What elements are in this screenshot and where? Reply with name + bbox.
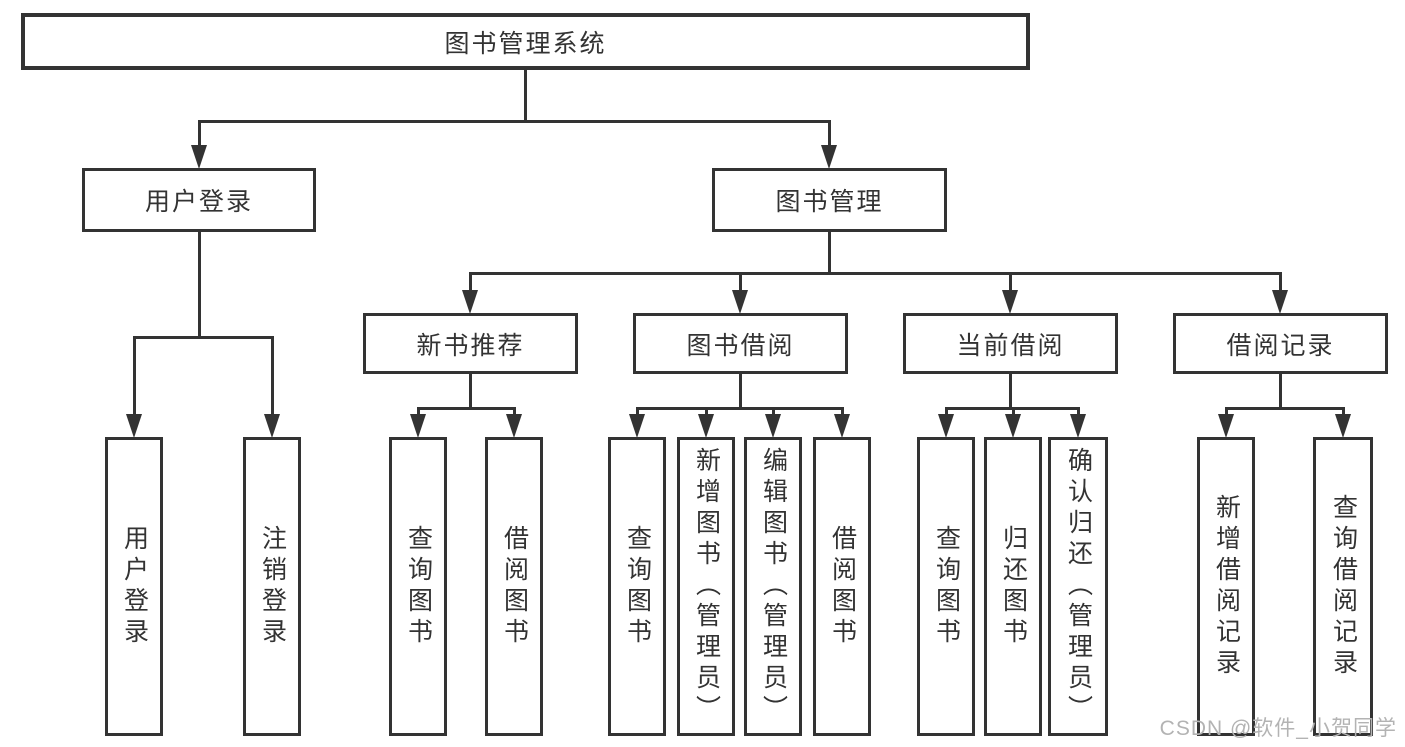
leaf-label: 用户登录 bbox=[120, 524, 149, 649]
leaf-return-books: 归还图书 bbox=[984, 437, 1042, 736]
leaf-label: 确认归还（管理员） bbox=[1064, 447, 1093, 726]
leaf-label: 查询图书 bbox=[932, 524, 961, 649]
connector-vline bbox=[133, 336, 136, 416]
connector-vline bbox=[513, 407, 516, 417]
connector-vline bbox=[828, 120, 831, 150]
leaf-add-books-admin: 新增图书（管理员） bbox=[677, 437, 735, 736]
node-book-management: 图书管理 bbox=[712, 168, 947, 232]
arrow-down-icon bbox=[191, 145, 207, 169]
node-label: 图书管理 bbox=[775, 188, 884, 216]
connector-vline bbox=[1077, 407, 1080, 417]
connector-hline bbox=[133, 336, 274, 339]
arrow-down-icon bbox=[732, 290, 748, 314]
connector-vline bbox=[739, 374, 742, 408]
arrow-down-icon bbox=[462, 290, 478, 314]
arrow-down-icon bbox=[834, 414, 850, 438]
node-user-login: 用户登录 bbox=[82, 168, 316, 232]
connector-vline bbox=[1225, 407, 1228, 417]
node-label: 图书借阅 bbox=[686, 331, 795, 360]
connector-vline bbox=[841, 407, 844, 417]
leaf-label: 新增借阅记录 bbox=[1212, 493, 1241, 680]
leaf-label: 新增图书（管理员） bbox=[692, 447, 721, 726]
connector-hline bbox=[469, 272, 1282, 275]
arrow-down-icon bbox=[1218, 414, 1234, 438]
connector-hline bbox=[636, 407, 843, 410]
node-borrowing-records: 借阅记录 bbox=[1173, 313, 1388, 374]
leaf-label: 查询图书 bbox=[623, 524, 652, 649]
leaf-label: 编辑图书（管理员） bbox=[759, 447, 788, 726]
leaf-borrow-books: 借阅图书 bbox=[813, 437, 871, 736]
leaf-edit-books-admin: 编辑图书（管理员） bbox=[744, 437, 802, 736]
node-label: 用户登录 bbox=[144, 188, 253, 216]
node-current-borrowing: 当前借阅 bbox=[903, 313, 1118, 374]
connector-vline bbox=[469, 374, 472, 408]
node-book-borrowing: 图书借阅 bbox=[633, 313, 848, 374]
connector-hline bbox=[198, 120, 831, 123]
node-label: 图书管理系统 bbox=[444, 29, 607, 58]
connector-vline bbox=[1009, 374, 1012, 408]
leaf-add-borrow-record: 新增借阅记录 bbox=[1197, 437, 1255, 736]
arrow-down-icon bbox=[126, 414, 142, 438]
arrow-down-icon bbox=[698, 414, 714, 438]
leaf-logout: 注销登录 bbox=[243, 437, 301, 736]
connector-vline bbox=[1279, 272, 1282, 294]
leaf-borrow-books-recommend: 借阅图书 bbox=[485, 437, 543, 736]
connector-hline bbox=[1225, 407, 1345, 410]
leaf-query-books-recommend: 查询图书 bbox=[389, 437, 447, 736]
arrow-down-icon bbox=[1070, 414, 1086, 438]
leaf-user-login: 用户登录 bbox=[105, 437, 163, 736]
connector-vline bbox=[1009, 272, 1012, 294]
leaf-query-books-borrowing: 查询图书 bbox=[608, 437, 666, 736]
csdn-watermark: CSDN @软件_小贺同学 bbox=[1159, 717, 1397, 740]
arrow-down-icon bbox=[410, 414, 426, 438]
connector-vline bbox=[417, 407, 420, 417]
connector-vline bbox=[945, 407, 948, 417]
arrow-down-icon bbox=[629, 414, 645, 438]
node-label: 当前借阅 bbox=[956, 331, 1065, 360]
leaf-label: 借阅图书 bbox=[828, 524, 857, 649]
connector-vline bbox=[772, 407, 775, 417]
connector-hline bbox=[417, 407, 515, 410]
arrow-down-icon bbox=[506, 414, 522, 438]
connector-vline bbox=[828, 232, 831, 273]
connector-vline bbox=[1279, 374, 1282, 408]
leaf-query-books-current: 查询图书 bbox=[917, 437, 975, 736]
node-new-book-recommendation: 新书推荐 bbox=[363, 313, 578, 374]
node-label: 借阅记录 bbox=[1226, 331, 1335, 360]
connector-vline bbox=[1012, 407, 1015, 417]
connector-vline bbox=[705, 407, 708, 417]
connector-vline bbox=[636, 407, 639, 417]
connector-vline bbox=[198, 120, 201, 150]
arrow-down-icon bbox=[938, 414, 954, 438]
node-label: 新书推荐 bbox=[416, 331, 525, 360]
connector-vline bbox=[198, 232, 201, 337]
leaf-label: 归还图书 bbox=[999, 524, 1028, 649]
connector-vline bbox=[469, 272, 472, 294]
node-library-management-system: 图书管理系统 bbox=[21, 13, 1030, 70]
leaf-query-borrow-record: 查询借阅记录 bbox=[1313, 437, 1373, 736]
connector-vline bbox=[1342, 407, 1345, 417]
leaf-label: 查询借阅记录 bbox=[1329, 493, 1358, 680]
leaf-label: 注销登录 bbox=[258, 524, 287, 649]
arrow-down-icon bbox=[264, 414, 280, 438]
connector-vline bbox=[271, 336, 274, 416]
arrow-down-icon bbox=[1005, 414, 1021, 438]
connector-vline bbox=[524, 70, 527, 121]
arrow-down-icon bbox=[765, 414, 781, 438]
leaf-label: 借阅图书 bbox=[500, 524, 529, 649]
arrow-down-icon bbox=[1002, 290, 1018, 314]
connector-vline bbox=[739, 272, 742, 294]
arrow-down-icon bbox=[1272, 290, 1288, 314]
arrow-down-icon bbox=[821, 145, 837, 169]
arrow-down-icon bbox=[1335, 414, 1351, 438]
leaf-label: 查询图书 bbox=[404, 524, 433, 649]
leaf-confirm-return-admin: 确认归还（管理员） bbox=[1048, 437, 1108, 736]
